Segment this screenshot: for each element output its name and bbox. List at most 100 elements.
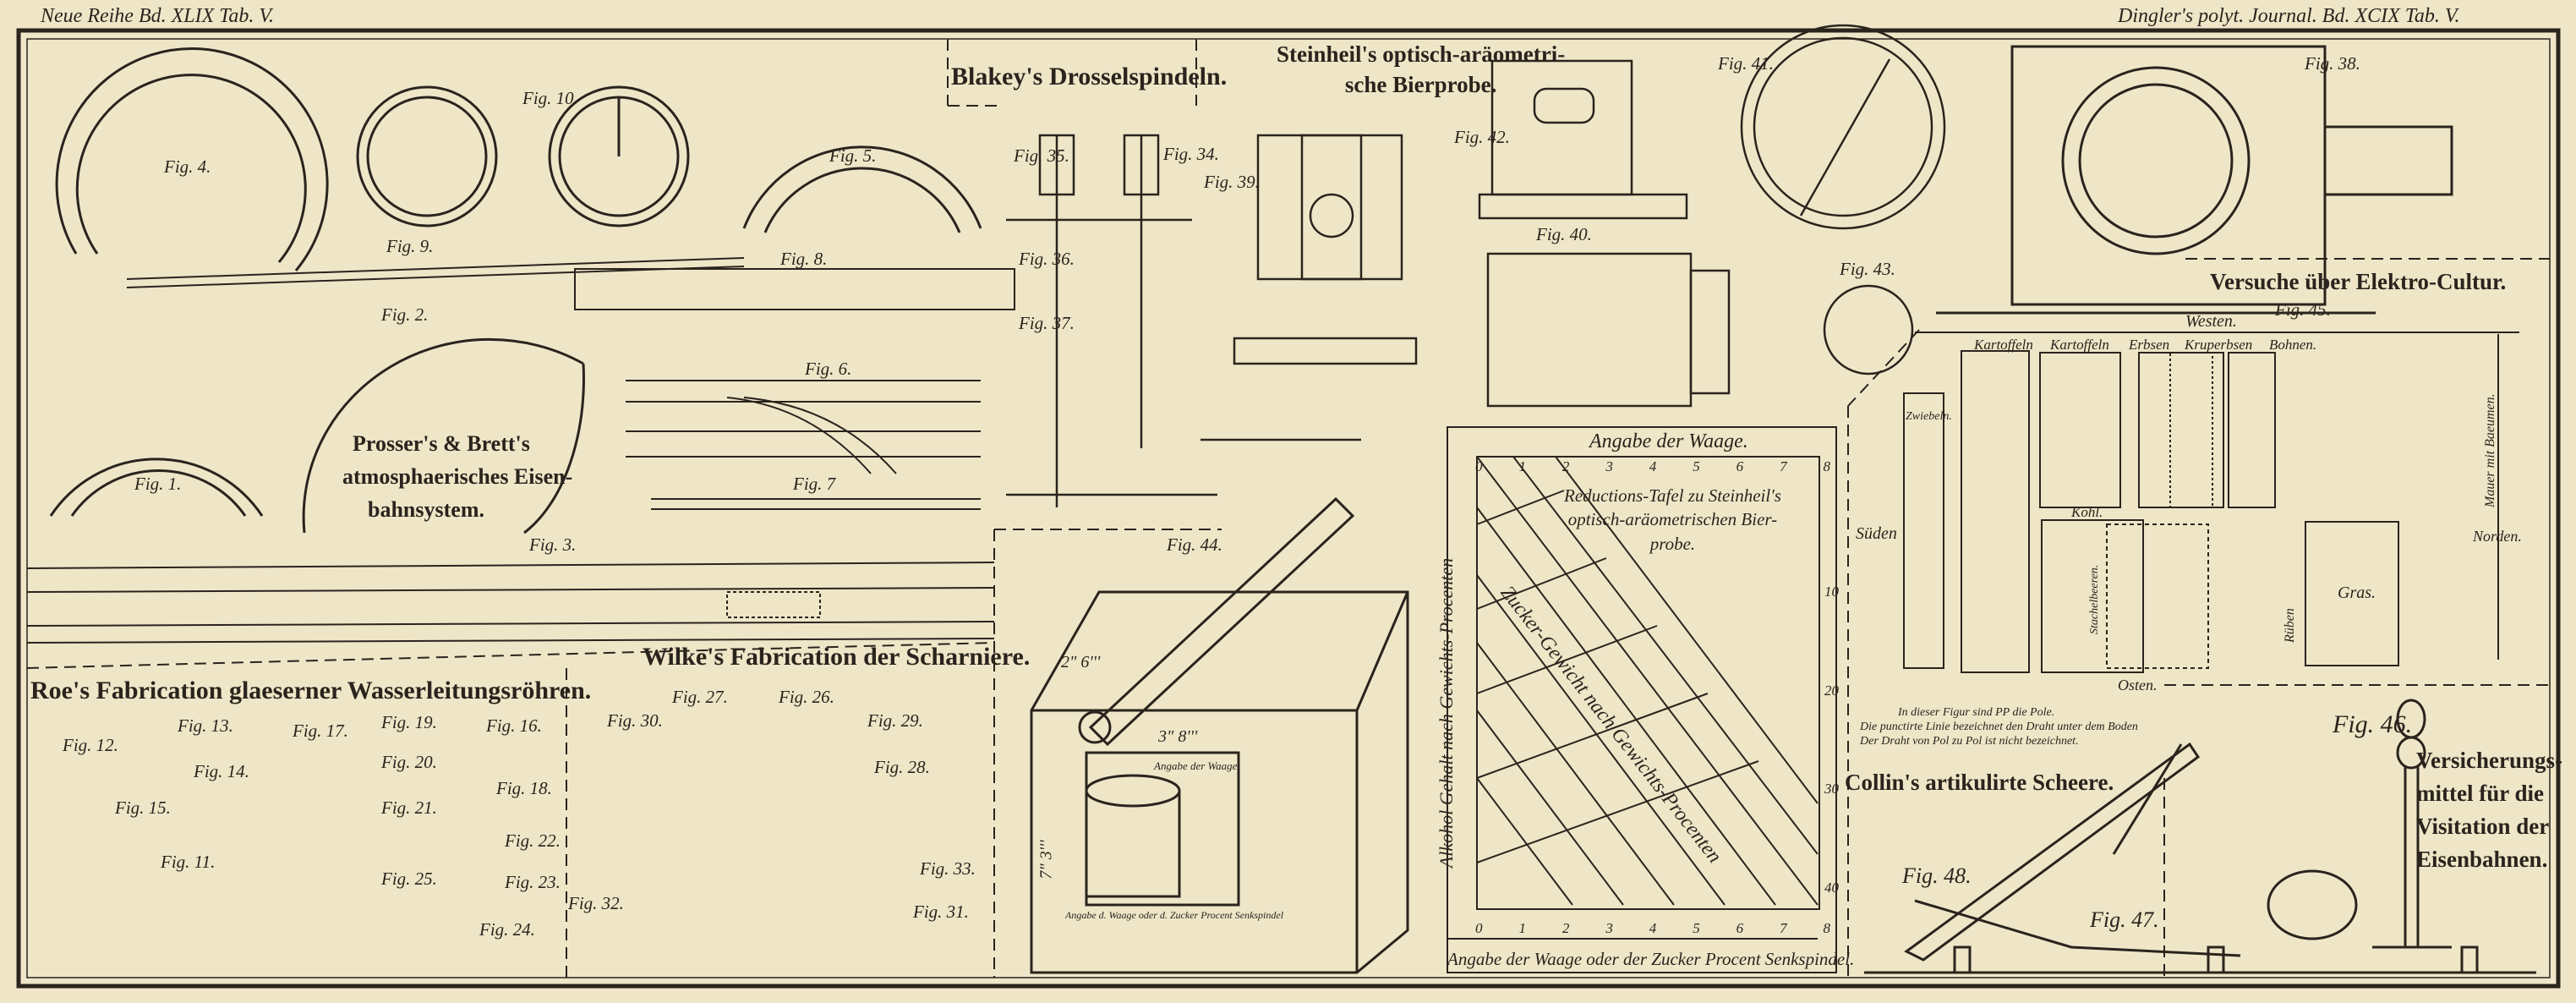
fig-label: Fig. 25. (381, 869, 437, 889)
scale-tick: 6 (1736, 920, 1744, 936)
scale-tick: 7 (1780, 458, 1787, 474)
compass-norden: Norden. (2473, 528, 2522, 545)
fig-label: Fig. 6. (805, 359, 852, 379)
plot-label: Rüben (2283, 608, 2297, 643)
rails (26, 257, 1015, 644)
compass-sueden: Süden (1856, 524, 1897, 543)
fig-label: Fig. 22. (505, 830, 561, 851)
reduction-top-label: Angabe der Waage. (1589, 430, 1748, 452)
fig-label: Fig. 27. (672, 687, 728, 707)
plot-label: Kartoffeln (2050, 337, 2109, 353)
reduction-title-line: Reductions-Tafel zu Steinheil's (1564, 485, 1781, 506)
scale-tick: 0 (1475, 920, 1483, 936)
plot-label: Zwiebeln. (1906, 410, 1952, 423)
plot-label: Bohnen. (2269, 337, 2317, 353)
scale-tick: 3 (1605, 458, 1613, 474)
railway-arches (49, 47, 982, 534)
scale-tick: 2 (1561, 920, 1570, 936)
fig-label: Fig. 1. (134, 474, 182, 494)
scale-tick: 30 (1824, 781, 1839, 797)
scale-tick: 8 (1823, 920, 1831, 936)
title-prosser-line: bahnsystem. (368, 497, 484, 522)
title-roe: Roe's Fabrication glaeserner Wasserleitu… (30, 677, 592, 704)
fig-label: Fig. 47. (2090, 907, 2159, 932)
reduction-table-grid (1447, 426, 1837, 973)
fig-label: Fig. 4. (164, 156, 211, 177)
plot-label: Kohl. (2071, 504, 2103, 520)
plot-label: Kartoffeln (1974, 337, 2033, 353)
fig-label: Fig. 29. (867, 710, 923, 731)
title-versicherung-line: Versicherungs- (2416, 748, 2562, 773)
fig44-box (1030, 496, 1409, 974)
garden-plan (1903, 332, 2519, 673)
elektro-note-line: In dieser Figur sind PP die Pole. (1898, 706, 2055, 719)
scale-tick: 5 (1693, 458, 1700, 474)
scale-tick: 6 (1736, 458, 1744, 474)
fig-label: Fig. 37. (1019, 313, 1075, 333)
scale-tick: 7 (1780, 920, 1787, 936)
fig-label: Fig. 10. (522, 88, 578, 108)
title-blakey: Blakey's Drosselspindeln. (951, 63, 1228, 90)
fig-label: Fig. 5. (829, 145, 877, 166)
title-steinheil-line: Steinheil's optisch-aräometri- (1277, 41, 1566, 67)
fig-label: Fig. 44. (1167, 534, 1222, 555)
fig44-dimension: 2" 6''' (1061, 653, 1101, 671)
fig-label: Fig. 40. (1536, 224, 1592, 244)
compass-westen: Westen. (2185, 312, 2237, 331)
scissors (1904, 742, 2358, 962)
fig-label: Fig. 23. (505, 872, 561, 892)
fig-label: Fig. 9. (386, 236, 434, 256)
title-versicherung-line: Eisenbahnen. (2416, 847, 2548, 873)
title-wilke: Wilke's Fabrication der Scharniere. (643, 643, 1031, 671)
scale-tick: 0 (1475, 458, 1483, 474)
fig-label: Fig. 46. (2333, 710, 2413, 738)
fig-label: Fig. 33. (920, 858, 976, 879)
fig-label: Fig. 34. (1163, 144, 1219, 164)
fig-label: Fig. 26. (779, 687, 834, 707)
scale-tick: 5 (1693, 920, 1700, 936)
reduction-bottom-label: Angabe der Waage oder der Zucker Procent… (1447, 949, 1855, 969)
fig44-scale-label: Angabe der Waage (1154, 759, 1238, 772)
fig44-dimension: 7" 3''' (1036, 840, 1056, 880)
fig-label: Fig. 28. (874, 757, 930, 777)
scale-tick: 3 (1605, 920, 1613, 936)
scale-tick: 8 (1823, 458, 1831, 474)
fig-label: Fig. 43. (1840, 259, 1895, 279)
fig-label: Fig. 42. (1454, 127, 1510, 147)
title-elektro-cultur: Versuche über Elektro-Cultur. (2210, 269, 2507, 294)
fig-label: Fig. 3. (529, 534, 577, 555)
plot-label: Gras. (2338, 584, 2376, 602)
fig44-bottom-label: Angabe d. Waage oder d. Zucker Procent S… (1065, 909, 1284, 921)
fig-label: Fig. 16. (486, 715, 542, 736)
fig-label: Fig. 13. (178, 715, 233, 736)
reduction-title: Reductions-Tafel zu Steinheil's optisch-… (1564, 484, 1781, 556)
reduction-title-line: optisch-aräometrischen Bier- (1567, 509, 1778, 530)
fig38-apparatus (1936, 45, 2453, 315)
outer-frame (16, 28, 2561, 989)
scale-tick: 20 (1824, 682, 1839, 699)
fig-label: Fig. 15. (115, 797, 171, 818)
fig-label: Fig. 7 (793, 474, 836, 494)
fig44-dimension: 3" 8''' (1158, 727, 1198, 746)
plate-header-right: Dingler's polyt. Journal. Bd. XCIX Tab. … (2118, 5, 2460, 27)
title-prosser: Prosser's & Brett's atmosphaerisches Eis… (342, 427, 572, 526)
fig-label: Fig. 11. (161, 852, 216, 872)
fig-label: Fig. 41. (1718, 53, 1774, 74)
fig-label: Fig. 18. (496, 778, 552, 798)
elektro-note: In dieser Figur sind PP die Pole. Die pu… (1860, 706, 2138, 748)
fig-label: Fig. 31. (913, 902, 969, 922)
title-prosser-line: atmosphaerisches Eisen- (342, 464, 573, 489)
fig-label: Fig. 8. (780, 249, 828, 269)
fig-label: Fig. 14. (194, 761, 249, 781)
fig-label: Fig. 36. (1019, 249, 1075, 269)
scale-tick: 4 (1649, 920, 1657, 936)
title-steinheil: Steinheil's optisch-aräometri- sche Bier… (1277, 39, 1565, 101)
title-collin: Collin's artikulirte Scheere. (1845, 770, 2114, 795)
fig-label: Fig. 2. (381, 304, 429, 325)
fig-label: Fig. 24. (479, 919, 535, 940)
title-versicherung-line: Visitation der (2416, 814, 2550, 840)
fig-label: Fig. 32. (568, 893, 624, 913)
